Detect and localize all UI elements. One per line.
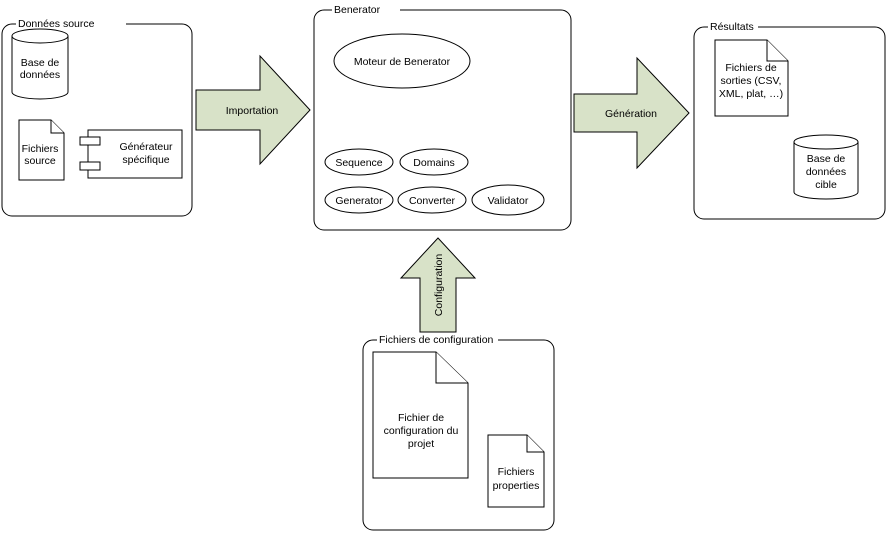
component-sequence — [324, 148, 394, 176]
component-port-top-icon — [79, 136, 101, 146]
config-title: Fichiers de configuration — [379, 334, 494, 346]
generation-label: Génération — [605, 108, 657, 120]
importation-arrow: Importation — [195, 54, 311, 166]
right-arrow-icon — [195, 54, 311, 166]
database-icon-top — [11, 28, 69, 44]
document-fold-icon — [435, 352, 468, 384]
source-files-line1: Fichiers — [22, 143, 59, 155]
component-validator — [471, 184, 545, 216]
source-title-bg — [16, 17, 126, 29]
source-database-line2: données — [20, 69, 60, 81]
properties-files: Fichiers properties — [487, 434, 545, 508]
importation-label: Importation — [226, 105, 279, 117]
component-generator — [324, 186, 394, 214]
config-container: Fichiers de configuration Fichier de con… — [362, 333, 555, 531]
configuration-arrow: Configuration — [399, 237, 477, 333]
target-database-line1: Base de — [807, 153, 846, 165]
output-files-line3: XML, plat, …) — [719, 88, 783, 100]
source-database: Base de données — [11, 28, 69, 100]
component-port-bottom-icon — [79, 161, 101, 171]
results-container: Résultats Fichiers de sorties (CSV, XML,… — [693, 20, 886, 220]
source-files-line2: source — [24, 155, 56, 167]
component-converter-label: Converter — [409, 195, 456, 207]
target-database-line3: cible — [815, 179, 837, 191]
project-config-line1: Fichier de — [398, 412, 444, 424]
generator-title: Benerator — [334, 4, 381, 16]
component-sequence-label: Sequence — [335, 157, 382, 169]
configuration-label: Configuration — [433, 254, 445, 317]
component-generator-label: Generator — [335, 195, 383, 207]
properties-files-line1: Fichiers — [498, 466, 535, 478]
output-files-line2: sorties (CSV, — [721, 75, 782, 87]
right-arrow-icon — [573, 56, 690, 170]
source-files: Fichiers source — [18, 119, 65, 181]
specific-generator-line1: Générateur — [119, 141, 173, 153]
generation-arrow: Génération — [573, 56, 690, 170]
component-domains-label: Domains — [413, 157, 454, 169]
component-domains — [399, 148, 469, 176]
generator-title-bg — [332, 3, 400, 15]
generator-container: Benerator Moteur de Benerator Sequence D… — [313, 3, 572, 231]
source-title: Données source — [18, 18, 95, 30]
component-converter — [397, 186, 467, 214]
database-icon — [793, 142, 859, 200]
database-icon-top — [793, 134, 859, 150]
target-database-line2: données — [806, 166, 846, 178]
source-container: Données source Base de données Fichiers … — [1, 17, 193, 217]
document-icon — [487, 434, 545, 508]
source-database-line1: Base de — [21, 57, 60, 69]
properties-files-line2: properties — [493, 480, 540, 492]
document-fold-icon — [50, 120, 64, 134]
generator-engine — [333, 33, 471, 89]
document-fold-icon — [766, 40, 788, 62]
project-config-file: Fichier de configuration du projet — [372, 351, 469, 479]
results-title-bg — [708, 20, 758, 32]
database-icon — [11, 36, 69, 100]
generator-engine-label: Moteur de Benerator — [354, 56, 451, 68]
results-title: Résultats — [710, 21, 754, 33]
output-files: Fichiers de sorties (CSV, XML, plat, …) — [714, 39, 789, 117]
component-validator-label: Validator — [488, 195, 529, 207]
config-title-bg — [377, 333, 498, 345]
output-files-line1: Fichiers de — [725, 62, 777, 74]
project-config-line2: configuration du — [384, 425, 459, 437]
component-icon — [87, 129, 183, 179]
up-arrow-icon — [399, 237, 477, 333]
project-config-line3: projet — [408, 438, 434, 450]
target-database: Base de données cible — [793, 134, 859, 200]
specific-generator: Générateur spécifique — [79, 129, 183, 179]
specific-generator-line2: spécifique — [122, 154, 169, 166]
document-fold-icon — [526, 435, 544, 453]
document-icon — [18, 119, 65, 181]
